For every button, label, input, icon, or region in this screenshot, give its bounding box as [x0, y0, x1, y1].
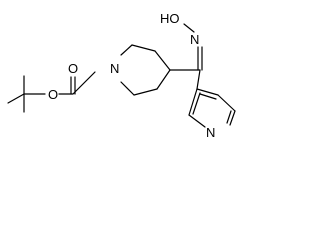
- bond-oxime-n-o: [183, 23, 195, 33]
- bond-ring-n-c2: [120, 44, 133, 56]
- bond-carbonyl-nitrogen: [72, 71, 96, 95]
- bond-ring-c5-c6: [133, 88, 158, 96]
- structure-diagram: O O N N HO N: [7, 11, 236, 140]
- atom-piperidine-nitrogen: N: [110, 61, 119, 76]
- bonds: [7, 23, 236, 128]
- bond-pyr-3: [229, 110, 236, 126]
- bond-ring-c2-c3: [131, 44, 156, 52]
- atom-carbonyl-oxygen: O: [68, 61, 78, 76]
- atom-hydroxy: HO: [160, 11, 180, 26]
- bond-ring-c4-c5: [156, 69, 171, 90]
- bond-pyr-1-inner: [199, 93, 217, 100]
- atom-ester-oxygen: O: [48, 87, 58, 102]
- atom-pyridine-nitrogen: N: [206, 125, 215, 140]
- atom-oxime-nitrogen: N: [190, 32, 199, 47]
- bond-pyr-2: [217, 94, 236, 112]
- bond-tbu-methyl-left: [7, 93, 25, 104]
- bond-oxime-carbon-to-pyridine: [196, 69, 201, 90]
- bond-pyr-5-inner: [192, 92, 201, 115]
- bond-pyr-4: [188, 114, 206, 128]
- bond-pyr-5: [188, 88, 198, 116]
- bond-pyr-3-inner: [226, 110, 232, 124]
- bond-ring-c6-n: [120, 81, 135, 96]
- atom-labels: O O N N HO N: [48, 11, 215, 140]
- bond-ring-c3-c4: [154, 50, 171, 71]
- bond-pyr-1: [196, 88, 219, 96]
